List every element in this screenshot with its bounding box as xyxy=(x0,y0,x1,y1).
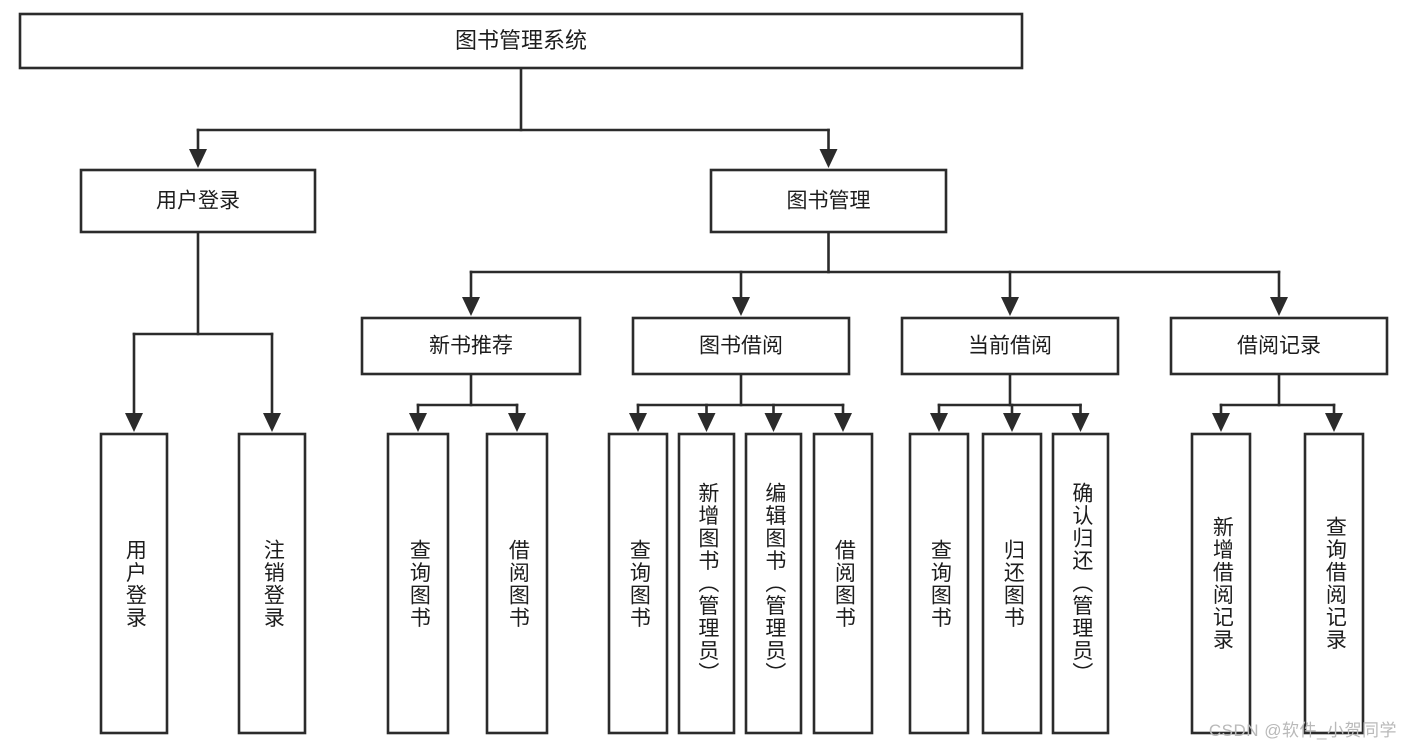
node-leaf-return-book-box[interactable] xyxy=(981,432,1043,735)
arrow-head-icon-leaf-add-book xyxy=(697,413,716,432)
boxes-layer xyxy=(18,12,1389,735)
arrow-head-icon-l3-book-borrow xyxy=(732,297,750,316)
node-leaf-add-borrow-record-box[interactable] xyxy=(1190,432,1252,735)
arrow-head-icon-leaf-borrow-book-rec xyxy=(508,413,526,432)
arrow-head-icon-leaf-borrow-book xyxy=(834,413,852,432)
arrow-head-icon-leaf-confirm-return xyxy=(1071,413,1090,432)
node-leaf-edit-book-box[interactable] xyxy=(744,432,803,735)
node-leaf-add-book-box[interactable] xyxy=(677,432,736,735)
node-leaf-logout-login-box[interactable] xyxy=(237,432,307,735)
arrow-head-icon-l3-current-borrow xyxy=(1001,297,1019,316)
arrow-head-icon-leaf-query-book-rec xyxy=(409,413,427,432)
node-leaf-borrow-book-rec-box[interactable] xyxy=(485,432,549,735)
arrow-head-icon-leaf-query-borrow-record xyxy=(1325,413,1343,432)
node-root-box[interactable] xyxy=(18,12,1024,70)
node-current-borrow-label: 当前借阅 xyxy=(968,335,1052,358)
node-book-manage-label: 图书管理 xyxy=(787,190,871,213)
node-root-label: 图书管理系统 xyxy=(455,28,587,53)
arrow-head-icon-leaf-edit-book xyxy=(764,413,783,432)
node-leaf-confirm-return-box[interactable] xyxy=(1051,432,1110,735)
arrow-head-icon-l2-book-manage xyxy=(819,149,838,168)
node-new-book-rec-box[interactable] xyxy=(360,316,582,376)
watermark: CSDN @软件_小贺同学 xyxy=(1208,721,1397,740)
node-new-book-rec-label: 新书推荐 xyxy=(429,335,513,358)
node-user-login-label: 用户登录 xyxy=(156,190,240,213)
arrow-head-icon-leaf-query-book-borrow xyxy=(629,413,647,432)
node-current-borrow-box[interactable] xyxy=(900,316,1120,376)
arrow-head-icon-leaf-return-book xyxy=(1003,413,1021,432)
arrow-head-icon-l3-borrow-record xyxy=(1270,297,1288,316)
node-user-login-box[interactable] xyxy=(79,168,317,234)
node-book-borrow-box[interactable] xyxy=(631,316,851,376)
node-leaf-query-book-current-box[interactable] xyxy=(908,432,970,735)
arrow-head-icon-l3-new-book-rec xyxy=(462,297,480,316)
arrow-head-icon-l2-user-login xyxy=(189,149,207,168)
node-book-manage-box[interactable] xyxy=(709,168,948,234)
arrow-head-icon-leaf-query-book-current xyxy=(930,413,948,432)
node-borrow-record-box[interactable] xyxy=(1169,316,1389,376)
arrow-head-icon-leaf-logout-login xyxy=(263,413,281,432)
node-book-borrow-label: 图书借阅 xyxy=(699,335,783,358)
arrow-head-icon-leaf-user-login xyxy=(125,413,143,432)
node-leaf-query-book-borrow-box[interactable] xyxy=(607,432,669,735)
node-leaf-borrow-book-box[interactable] xyxy=(812,432,874,735)
node-leaf-query-book-rec-box[interactable] xyxy=(386,432,450,735)
connectors-layer xyxy=(125,66,1343,432)
node-borrow-record-label: 借阅记录 xyxy=(1237,335,1321,358)
node-leaf-user-login-box[interactable] xyxy=(99,432,169,735)
arrow-head-icon-leaf-add-borrow-record xyxy=(1212,413,1230,432)
node-leaf-query-borrow-record-box[interactable] xyxy=(1303,432,1365,735)
